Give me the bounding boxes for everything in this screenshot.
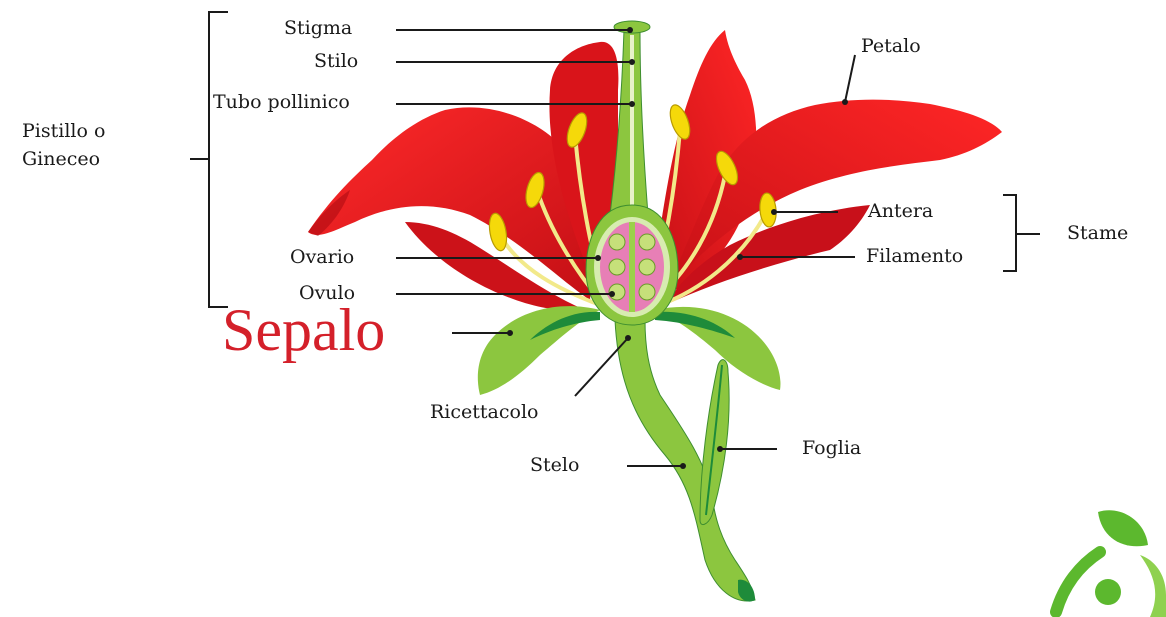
dot-tubo — [629, 101, 635, 107]
dot-stilo — [629, 59, 635, 65]
dot-ovario — [595, 255, 601, 261]
label-sepalo: Sepalo — [222, 300, 385, 360]
bracket-stame — [1003, 195, 1040, 271]
logo-swoosh — [1140, 555, 1166, 617]
label-tubo-pollinico: Tubo pollinico — [213, 91, 350, 114]
label-stigma: Stigma — [284, 17, 352, 40]
ovule-4 — [639, 259, 655, 275]
dot-petalo — [842, 99, 848, 105]
label-foglia: Foglia — [802, 437, 861, 460]
dot-ricettacolo — [625, 335, 631, 341]
leader-ricettacolo — [575, 338, 628, 396]
dot-antera — [771, 209, 777, 215]
label-pistillo: Pistillo o — [22, 120, 105, 143]
label-petalo: Petalo — [861, 35, 921, 58]
dot-stelo — [680, 463, 686, 469]
label-stilo: Stilo — [314, 50, 358, 73]
dot-ovulo — [609, 291, 615, 297]
dot-sepalo — [507, 330, 513, 336]
leader-petalo — [845, 55, 855, 102]
label-stelo: Stelo — [530, 454, 579, 477]
dot-foglia — [717, 446, 723, 452]
label-filamento: Filamento — [866, 245, 963, 268]
label-ricettacolo: Ricettacolo — [430, 401, 538, 424]
logo-arc — [1056, 552, 1100, 612]
petal-left — [308, 107, 592, 300]
label-gineceo: Gineceo — [22, 148, 100, 171]
ovule-3 — [609, 259, 625, 275]
corner-logo — [1056, 510, 1166, 617]
dot-stigma — [627, 27, 633, 33]
logo-leaf — [1098, 510, 1148, 546]
label-antera: Antera — [868, 200, 933, 223]
logo-dot — [1095, 579, 1121, 605]
dot-filamento — [737, 254, 743, 260]
label-stame: Stame — [1067, 222, 1128, 245]
ovule-1 — [609, 234, 625, 250]
ovule-2 — [639, 234, 655, 250]
ovary-septum — [629, 222, 635, 312]
label-ovario: Ovario — [290, 246, 354, 269]
bracket-pistillo — [190, 12, 228, 307]
ovule-6 — [639, 284, 655, 300]
